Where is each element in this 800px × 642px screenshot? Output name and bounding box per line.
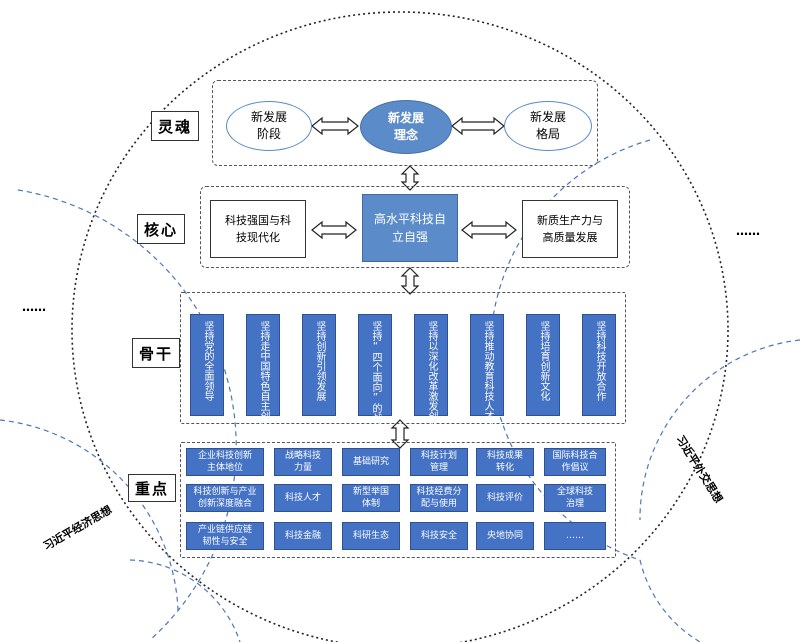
focus-item-r2-c1: 科技创新与产业 创新深度融合: [186, 484, 264, 512]
backbone-pillar-text: 坚持以深化改革激发创新活力: [426, 321, 437, 451]
focus-item-r1-c6: 国际科技合 作倡议: [544, 448, 606, 476]
core-layer-box: [200, 186, 630, 268]
stage-text: 新发展 阶段: [250, 110, 287, 141]
focus-item-r1-c2: 战略科技 力量: [274, 448, 332, 476]
core-label: 核心: [137, 214, 185, 244]
focus-item-r2-c2: 科技人才: [274, 484, 332, 512]
backbone-pillar-text: 坚持推动教育科技人才良性循环: [482, 321, 493, 461]
focus-item-r3-c3: 科研生态: [342, 522, 400, 550]
philosophy-text: 新发展 理念: [387, 111, 424, 142]
focus-item-text: 科技评价: [486, 493, 523, 503]
focus-item-text: 科技经费分 配与使用: [416, 487, 462, 509]
bottom-arc: [129, 559, 241, 642]
backbone-pillar-text: 坚持“四个面向”的战略导向: [370, 321, 381, 453]
backbone-layer-box: [180, 292, 626, 424]
backbone-pillar-text: 坚持科技开放合作: [594, 321, 605, 401]
focus-item-text: 央地协同: [486, 531, 523, 541]
focus-item-text: 科技金融: [284, 531, 321, 541]
backbone-pillar-text: 坚持走中国特色自主创新道路: [258, 321, 269, 451]
focus-item-text: 企业科技创新 主体地位: [197, 451, 252, 473]
focus-item-text: ……: [566, 531, 584, 541]
focus-item-text: 新型举国 体制: [352, 487, 389, 509]
backbone-pillar-text: 坚持培育创新文化: [538, 321, 549, 401]
core-center-box: 高水平科技自 立自强: [362, 194, 458, 262]
focus-item-text: 科研生态: [352, 531, 389, 541]
soul-layer-box: [212, 80, 598, 166]
backbone-pillar-text: 坚持党的全面领导: [202, 321, 213, 401]
focus-item-r2-c5: 科技评价: [476, 484, 534, 512]
focus-item-r1-c3: 基础研究: [342, 448, 400, 476]
focus-item-r3-c2: 科技金融: [274, 522, 332, 550]
philosophy-ellipse: 新发展 理念: [360, 100, 452, 154]
left-ellipsis: ……: [22, 300, 46, 314]
vertical-arrows: [390, 165, 420, 449]
left-intersecting-circle-lower: [0, 419, 179, 611]
focus-item-text: 全球科技 治理: [556, 487, 593, 509]
focus-item-r1-c4: 科技计划 管理: [410, 448, 468, 476]
backbone-pillar-5: 坚持以深化改革激发创新活力: [414, 314, 448, 451]
core-left-box: 科技强国与科 技现代化: [210, 200, 306, 258]
backbone-label: 骨干: [132, 338, 180, 368]
focus-item-r1-c1: 企业科技创新 主体地位: [186, 448, 264, 476]
pattern-ellipse: 新发展 格局: [504, 101, 592, 151]
focus-layer-box: [180, 442, 616, 558]
soul-label: 灵魂: [151, 111, 199, 141]
focus-item-text: 科技成果 转化: [486, 451, 523, 473]
backbone-pillar-text: 坚持创新引领发展: [314, 321, 325, 401]
stage-ellipse: 新发展 阶段: [226, 101, 312, 151]
bottom-right-arc: [639, 559, 701, 642]
focus-label: 重点: [128, 474, 176, 502]
focus-item-r2-c6: 全球科技 治理: [544, 484, 606, 512]
focus-item-text: 基础研究: [352, 457, 389, 467]
right-intersecting-circle-lower: [639, 339, 800, 521]
backbone-pillar-7: 坚持培育创新文化: [526, 314, 560, 416]
core-arrows: [311, 220, 517, 240]
focus-item-r2-c3: 新型举国 体制: [342, 484, 400, 512]
right-ellipsis: ……: [736, 224, 760, 238]
core-center-text: 高水平科技自 立自强: [373, 212, 446, 244]
focus-item-text: 国际科技合 作倡议: [552, 451, 598, 473]
focus-item-text: 科技创新与产业 创新深度融合: [193, 487, 257, 509]
focus-item-r3-c4: 科技安全: [410, 522, 468, 550]
backbone-pillar-1: 坚持党的全面领导: [190, 314, 224, 416]
backbone-pillar-4: 坚持“四个面向”的战略导向: [358, 314, 392, 453]
focus-item-text: 科技安全: [420, 531, 457, 541]
focus-item-text: 科技计划 管理: [420, 451, 457, 473]
focus-item-r3-c6: ……: [544, 522, 606, 550]
left-intersecting-circle: [17, 189, 237, 641]
focus-item-r1-c5: 科技成果 转化: [476, 448, 534, 476]
backbone-pillar-6: 坚持推动教育科技人才良性循环: [470, 314, 504, 461]
backbone-pillar-8: 坚持科技开放合作: [582, 314, 616, 416]
focus-item-text: 产业链供应链 韧性与安全: [197, 525, 252, 547]
focus-item-r2-c4: 科技经费分 配与使用: [410, 484, 468, 512]
main-circle: [71, 11, 729, 642]
pattern-text: 新发展 格局: [529, 110, 566, 141]
core-left-text: 科技强国与科 技现代化: [225, 214, 291, 244]
focus-item-r3-c5: 央地协同: [476, 522, 534, 550]
focus-item-text: 科技人才: [284, 493, 321, 503]
backbone-pillar-3: 坚持创新引领发展: [302, 314, 336, 416]
focus-item-text: 战略科技 力量: [284, 451, 321, 473]
backbone-pillar-2: 坚持走中国特色自主创新道路: [246, 314, 280, 451]
core-right-box: 新质生产力与 高质量发展: [522, 200, 618, 258]
focus-item-r3-c1: 产业链供应链 韧性与安全: [186, 522, 264, 550]
soul-arrows: [311, 116, 505, 136]
core-right-text: 新质生产力与 高质量发展: [537, 214, 603, 244]
